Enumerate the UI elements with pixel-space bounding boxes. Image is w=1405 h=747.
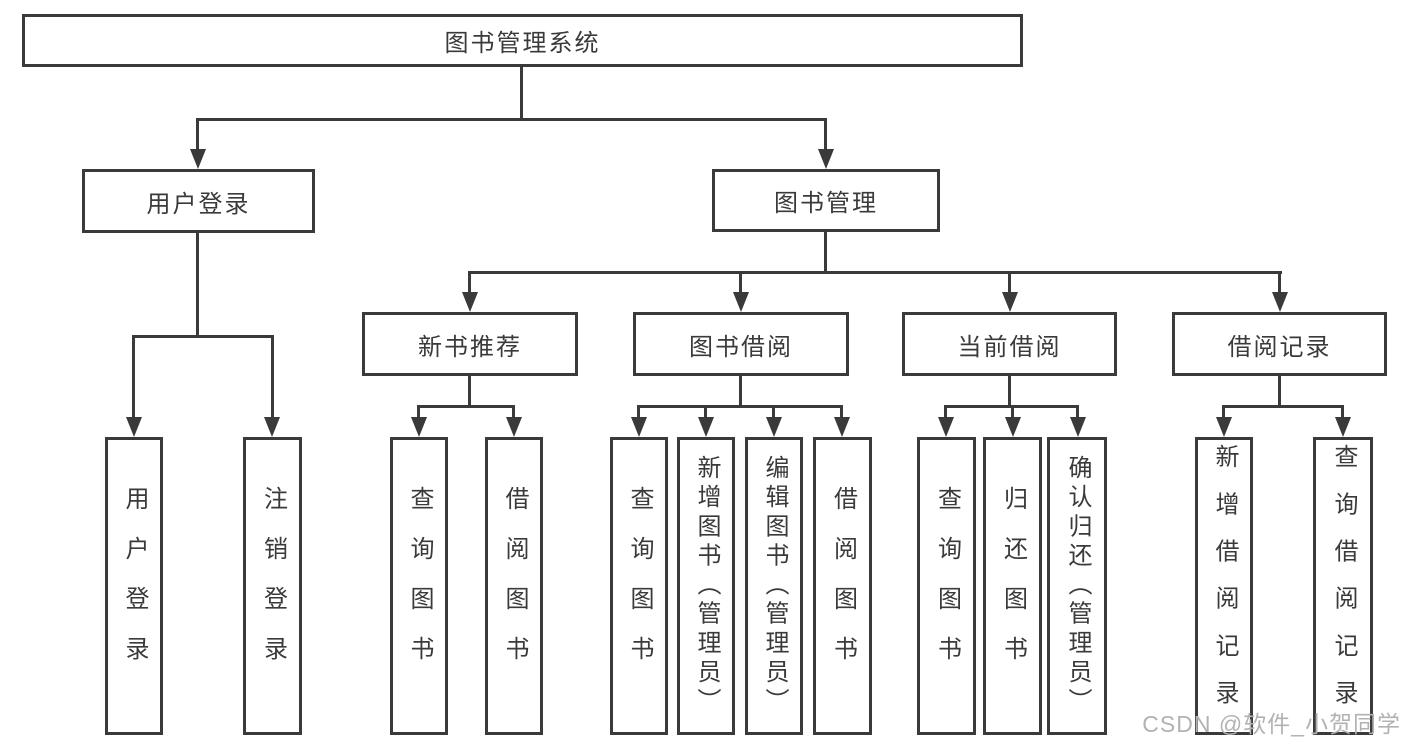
connector-line xyxy=(772,405,775,417)
node-label: 图书管理 xyxy=(774,190,878,217)
arrowhead-icon xyxy=(1070,417,1086,437)
connector-line xyxy=(520,67,523,120)
leaf-user-login: 用户登录 xyxy=(105,437,163,735)
leaf-add-books-admin: 新增图书（管理员） xyxy=(677,437,735,735)
connector-line xyxy=(739,376,742,407)
node-label: 新书推荐 xyxy=(418,333,522,361)
arrowhead-icon xyxy=(733,292,749,312)
leaf-label: 确认归还（管理员） xyxy=(1064,454,1091,718)
leaf-label: 查询借阅记录 xyxy=(1330,444,1357,728)
connector-line xyxy=(469,271,1282,274)
arrowhead-icon xyxy=(698,417,714,437)
csdn-watermark: CSDN @软件_小贺同学 xyxy=(1142,711,1401,737)
connector-line xyxy=(824,232,827,273)
leaf-borrow-books: 借阅图书 xyxy=(813,437,872,735)
connector-line xyxy=(1222,405,1225,417)
connector-line xyxy=(512,405,515,417)
connector-line xyxy=(704,405,707,417)
connector-line xyxy=(271,335,274,417)
arrowhead-icon xyxy=(264,417,280,437)
connector-line xyxy=(133,335,273,338)
node-borrow-records: 借阅记录 xyxy=(1172,312,1387,376)
leaf-label: 查询图书 xyxy=(626,486,653,686)
arrowhead-icon xyxy=(1272,292,1288,312)
connector-line xyxy=(132,335,135,417)
connector-line xyxy=(1341,405,1344,417)
arrowhead-icon xyxy=(1335,417,1351,437)
leaf-borrow-books-recommend: 借阅图书 xyxy=(485,437,543,735)
node-label: 用户登录 xyxy=(146,190,251,218)
arrowhead-icon xyxy=(1216,417,1232,437)
leaf-query-borrow-record: 查询借阅记录 xyxy=(1313,437,1373,735)
arrowhead-icon xyxy=(190,149,206,169)
leaf-label: 注销登录 xyxy=(259,486,287,686)
leaf-label: 查询图书 xyxy=(406,486,433,686)
leaf-add-borrow-record: 新增借阅记录 xyxy=(1195,437,1253,735)
arrowhead-icon xyxy=(631,417,647,437)
leaf-return-books: 归还图书 xyxy=(983,437,1042,735)
leaf-label: 借阅图书 xyxy=(829,486,857,686)
leaf-label: 新增借阅记录 xyxy=(1211,444,1238,728)
connector-line xyxy=(196,118,199,151)
connector-line xyxy=(739,271,742,294)
connector-line xyxy=(1011,405,1014,417)
arrowhead-icon xyxy=(938,417,954,437)
connector-line xyxy=(1076,405,1079,417)
connector-line xyxy=(468,376,471,407)
arrowhead-icon xyxy=(462,292,478,312)
connector-line xyxy=(944,405,947,417)
connector-line xyxy=(840,405,843,417)
arrowhead-icon xyxy=(1002,292,1018,312)
connector-line xyxy=(197,118,827,121)
arrowhead-icon xyxy=(126,417,142,437)
connector-line xyxy=(1008,271,1011,294)
leaf-confirm-return-admin: 确认归还（管理员） xyxy=(1047,437,1107,735)
leaf-query-books-current: 查询图书 xyxy=(917,437,976,735)
node-root: 图书管理系统 xyxy=(22,14,1023,67)
leaf-label: 查询图书 xyxy=(933,486,961,686)
leaf-query-books-borrow: 查询图书 xyxy=(610,437,668,735)
arrowhead-icon xyxy=(834,417,850,437)
connector-line xyxy=(637,405,640,417)
connector-line xyxy=(418,405,515,408)
leaf-label: 编辑图书（管理员） xyxy=(761,454,788,718)
node-new-book-recommend: 新书推荐 xyxy=(362,312,578,376)
leaf-label: 归还图书 xyxy=(999,486,1027,686)
leaf-query-books-recommend: 查询图书 xyxy=(390,437,448,735)
node-current-borrow: 当前借阅 xyxy=(902,312,1117,376)
arrowhead-icon xyxy=(411,417,427,437)
node-label: 当前借阅 xyxy=(957,333,1062,361)
leaf-label: 借阅图书 xyxy=(501,486,528,686)
arrowhead-icon xyxy=(766,417,782,437)
node-label: 图书借阅 xyxy=(689,333,793,361)
leaf-label: 新增图书（管理员） xyxy=(693,454,720,718)
arrowhead-icon xyxy=(1005,417,1021,437)
leaf-label: 用户登录 xyxy=(121,486,148,686)
connector-line xyxy=(824,118,827,151)
node-label: 借阅记录 xyxy=(1227,333,1332,361)
arrowhead-icon xyxy=(818,149,834,169)
connector-line xyxy=(1008,376,1011,407)
node-root-label: 图书管理系统 xyxy=(444,30,601,57)
node-book-management: 图书管理 xyxy=(712,169,940,232)
connector-line xyxy=(638,405,843,408)
leaf-logout: 注销登录 xyxy=(243,437,302,735)
node-user-login: 用户登录 xyxy=(82,169,315,233)
connector-line xyxy=(1278,271,1281,294)
node-book-borrow: 图书借阅 xyxy=(633,312,849,376)
connector-line xyxy=(468,271,471,294)
arrowhead-icon xyxy=(506,417,522,437)
connector-line xyxy=(196,233,199,337)
connector-line xyxy=(1278,376,1281,407)
leaf-edit-books-admin: 编辑图书（管理员） xyxy=(745,437,803,735)
connector-line xyxy=(1223,405,1344,408)
connector-line xyxy=(417,405,420,417)
